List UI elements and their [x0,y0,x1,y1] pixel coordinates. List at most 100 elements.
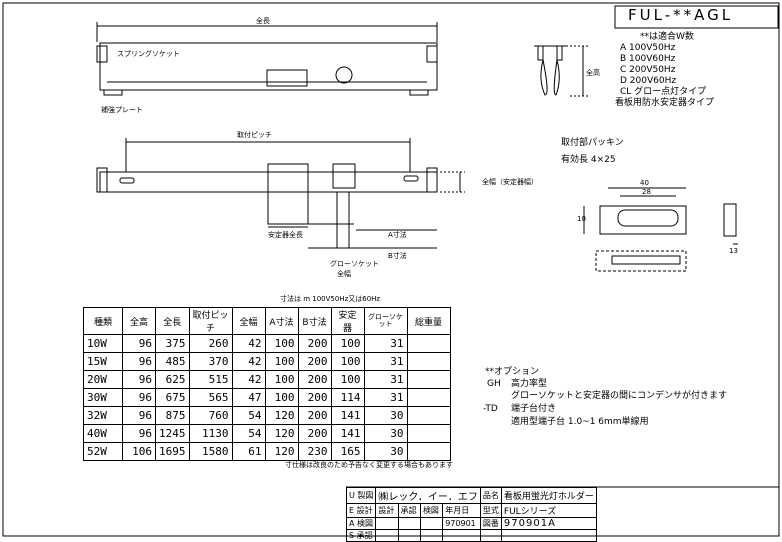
table-cell: 114 [330,388,365,407]
table-cell: 1695 [155,442,190,461]
table-cell: 1580 [188,442,233,461]
table-cell: 1245 [155,424,190,443]
table-cell: 106 [122,442,156,461]
table-cell: 120 [264,424,299,443]
table-cell: 96 [122,406,156,425]
table-cell: 200 [297,406,332,425]
table-cell: 100 [330,370,365,389]
title-sign-date: 年月日 [442,503,481,518]
table-cell: 100 [264,388,299,407]
label-mounting-plate: 補強プレート [101,106,143,114]
table-cell [406,370,451,389]
table-cell: 30W [83,388,123,407]
table-cell: 30 [363,442,408,461]
table-cell [406,352,451,371]
header-dim-a: A寸法 [264,307,299,335]
gasket-dim-28: 28 [642,188,651,196]
header-dim-b: B寸法 [297,307,332,335]
gasket-dim-40: 40 [640,179,649,187]
wattage-note-row-b: B 100V60Hz [620,54,676,64]
gasket-title: 取付部パッキン [561,138,624,148]
option-gh-name: 高力率型 [511,379,548,389]
table-cell: 200 [297,370,332,389]
table-cell: 31 [363,388,408,407]
table-cell: 96 [122,370,156,389]
title-type-label: 型式 [479,503,502,518]
table-cell: 120 [264,442,299,461]
title-company: ㈱レック．イー．エフ [375,487,481,504]
table-cell: 42 [231,334,266,353]
option-td-name: 端子台付き [511,404,557,414]
table-cell: 100 [264,334,299,353]
table-cell: 515 [188,370,233,389]
table-cell: 32W [83,406,123,425]
title-drawing-no-label: 図番 [479,517,502,530]
table-cell: 52W [83,442,123,461]
gasket-dim-10: 10 [577,215,586,223]
table-cell: 230 [297,442,332,461]
table-cell: 200 [297,388,332,407]
header-height: 全高 [122,307,156,335]
wattage-note-heading: **は適合W数 [640,32,694,42]
header-glow-socket: グローソケット [363,307,408,335]
table-cell: 54 [231,406,266,425]
table-cell: 200 [297,424,332,443]
title-sign-design: 設計 [375,503,399,518]
table-cell: 96 [122,424,156,443]
label-ballast-length: 安定器全長 [268,231,303,239]
wattage-note-row-cl: CL グロー点灯タイプ [620,87,707,97]
title-sign-approve: 承認 [397,503,421,518]
table-cell [406,442,451,461]
header-total-weight: 総重量 [406,307,451,335]
table-cell: 100 [330,352,365,371]
option-td-desc: 適用型端子台 1.0~1 6mm単線用 [511,417,649,427]
table-caption: 寸法は m 100V50Hz又は60Hz [280,295,381,303]
table-cell: 100 [264,352,299,371]
table-cell: 625 [155,370,190,389]
table-cell: 31 [363,370,408,389]
options-heading: **オプション [485,367,540,377]
table-cell: 141 [330,406,365,425]
header-ballast: 安定器 [330,307,365,335]
table-cell: 120 [264,406,299,425]
title-date: 970901 [442,517,481,530]
wattage-note-row-a: A 100V50Hz [620,43,676,53]
table-cell: 260 [188,334,233,353]
table-cell: 675 [155,388,190,407]
table-header-row: 種類 全高 全長 取付ピッチ 全幅 A寸法 B寸法 安定器 グローソケット 総重… [83,307,451,335]
table-cell [406,406,451,425]
table-cell: 42 [231,352,266,371]
table-cell: 875 [155,406,190,425]
header-pitch: 取付ピッチ [188,307,233,335]
table-cell: 485 [155,352,190,371]
title-type-value: FULシリーズ [500,503,597,518]
label-width: 全幅 [337,270,351,278]
title-product-label: 品名 [479,487,502,504]
title-drawing-no: 970901A [500,517,597,530]
title-rev-a: A 検図 [345,517,377,530]
spec-table: 種類 全高 全長 取付ピッチ 全幅 A寸法 B寸法 安定器 グローソケット 総重… [83,307,451,461]
table-cell: 565 [188,388,233,407]
label-overall-length: 全長 [256,17,270,25]
table-cell: 100 [330,334,365,353]
header-width: 全幅 [231,307,266,335]
table-cell: 47 [231,388,266,407]
label-dim-b: B寸法 [388,252,407,260]
label-glow-socket: グローソケット [330,260,379,268]
label-width-ballast: 全幅（安定器幅） [482,178,538,186]
option-gh-code: GH [487,379,501,389]
wattage-note-footer: 看板用防水安定器タイプ [615,98,715,108]
header-type: 種類 [83,307,123,335]
table-cell [406,388,451,407]
table-cell: 31 [363,334,408,353]
title-sign-check: 検図 [419,503,444,518]
table-cell: 15W [83,352,123,371]
title-rev-u: U 製図 [345,487,377,504]
